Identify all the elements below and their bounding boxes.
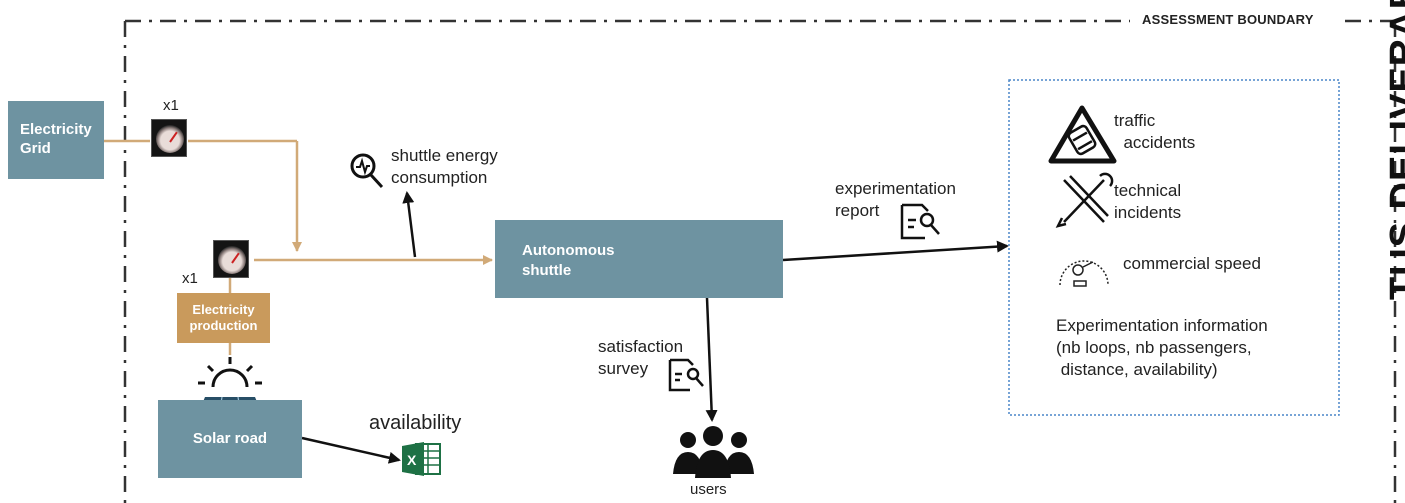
speedometer-icon	[1059, 260, 1109, 287]
grid-meter-multiplier: x1	[163, 97, 179, 114]
solar-road-box: Solar road	[158, 400, 302, 478]
info-panel-border	[1008, 79, 1340, 416]
flow-arrows	[301, 191, 1009, 464]
satisfaction-survey-label: satisfaction survey	[598, 337, 684, 379]
survey-icon	[668, 358, 704, 392]
production-meter-icon	[213, 240, 249, 278]
traffic-accident-icon	[1048, 105, 1117, 164]
electricity-grid-label: Electricity Grid	[20, 121, 92, 157]
experimentation-report-label: experimentation report	[835, 179, 956, 221]
commercial-speed-label: commercial speed	[1123, 254, 1261, 273]
excel-icon: X	[402, 442, 441, 476]
electricity-production-box: Electricity production	[177, 293, 270, 343]
grid-meter-icon	[151, 119, 187, 157]
report-icon	[900, 203, 940, 240]
technical-incidents-label: technical incidents	[1114, 181, 1182, 223]
availability-label: availability	[369, 412, 462, 434]
autonomous-shuttle-box	[495, 220, 783, 298]
solar-road-label: Solar road	[192, 429, 268, 447]
electricity-production-label: Electricity production	[189, 301, 258, 333]
users-label: users	[690, 481, 727, 498]
autonomous-shuttle-label: Autonomous shuttle	[522, 242, 615, 279]
svg-text:X: X	[407, 452, 417, 468]
traffic-accidents-label: traffic accidents	[1114, 111, 1196, 153]
production-meter-multiplier: x1	[182, 270, 198, 287]
tools-icon	[1055, 172, 1114, 228]
right-edge-text: TUS DELIVERABL	[1383, 0, 1405, 300]
electricity-grid-box: Electricity Grid	[8, 101, 104, 179]
experimentation-information-label: Experimentation information (nb loops, n…	[1056, 316, 1268, 380]
sun-icon	[198, 357, 262, 388]
energy-consumption-label: shuttle energy consumption	[391, 146, 498, 188]
boundary-label: ASSESSMENT BOUNDARY	[1142, 12, 1314, 27]
users-icon	[673, 426, 754, 478]
energy-lines	[104, 139, 493, 355]
energy-search-icon	[350, 153, 384, 189]
assessment-boundary	[123, 19, 1397, 503]
